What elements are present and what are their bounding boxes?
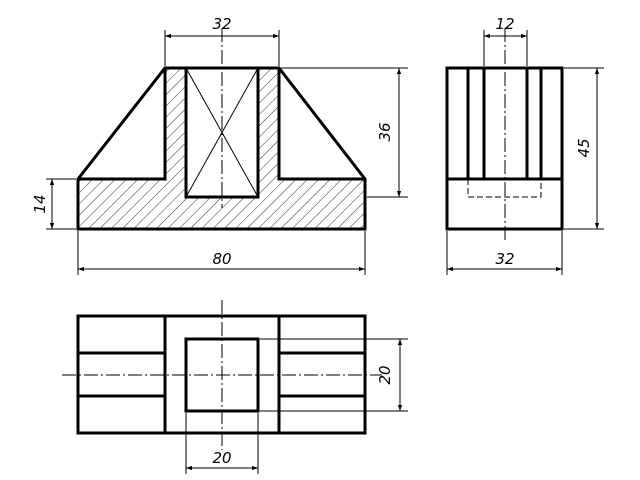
front-right-step — [277, 68, 365, 181]
dim-label: 12 — [495, 15, 514, 33]
dim-label: 45 — [575, 138, 593, 157]
front-view — [76, 28, 367, 231]
dim-label: 80 — [212, 250, 231, 268]
side-view — [445, 28, 564, 240]
side-dim-height: 45 — [564, 67, 604, 230]
front-dim-base-height: 14 — [31, 178, 76, 230]
top-dim-hole-height: 20 — [260, 338, 408, 412]
top-dim-hole-width: 20 — [185, 413, 259, 474]
dim-label: 32 — [495, 250, 514, 268]
front-hole-outline — [184, 68, 260, 199]
dim-label: 36 — [376, 122, 394, 141]
front-dim-total-width: 80 — [77, 231, 366, 275]
front-dim-top-width: 32 — [164, 15, 280, 66]
dim-label: 20 — [212, 449, 231, 467]
front-dim-height: 36 — [281, 67, 408, 198]
dim-label: 20 — [376, 365, 394, 384]
front-hole-diagonal-2 — [185, 67, 259, 198]
front-left-step — [78, 68, 167, 181]
front-right-wall-section — [258, 68, 279, 179]
front-left-wall-section — [165, 68, 186, 179]
dim-label: 14 — [31, 194, 49, 213]
top-view — [62, 300, 382, 450]
side-dim-width: 32 — [446, 231, 563, 275]
side-hidden-hole — [467, 179, 542, 198]
dim-label: 32 — [212, 15, 231, 33]
side-dim-slot-width: 12 — [483, 15, 528, 66]
